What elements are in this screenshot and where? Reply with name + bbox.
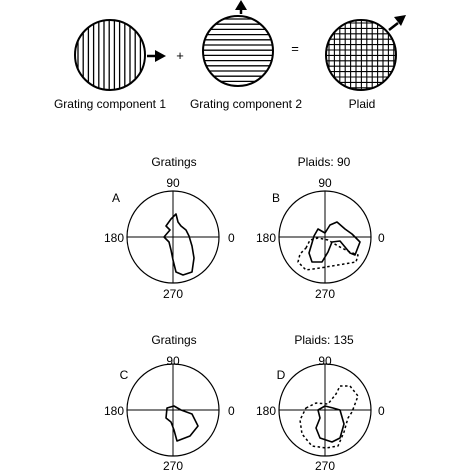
grating-component-2 (202, 15, 274, 87)
panel-a-tick-left: 180 (104, 231, 124, 245)
plaid (325, 19, 397, 91)
arrow-right-icon (147, 50, 166, 62)
grating-component-1 (74, 19, 146, 91)
panel-b-tick-top: 90 (318, 176, 332, 190)
panel-c-letter: C (120, 368, 129, 382)
panel-d-tick-right: 0 (378, 404, 385, 418)
polar-panel-b: Plaids: 90 B 90 180 0 270 (256, 155, 385, 301)
plus-sign: + (176, 48, 184, 63)
panel-b-tick-bottom: 270 (315, 287, 335, 301)
polar-panel-a: Gratings A 90 180 0 270 (104, 155, 235, 301)
panel-b-dashed-curve (297, 237, 359, 271)
panel-c-tick-right: 0 (228, 404, 235, 418)
plaid-label: Plaid (349, 97, 376, 111)
panel-a-title: Gratings (151, 155, 196, 169)
component-2-label: Grating component 2 (190, 97, 302, 111)
panel-c-tuning-curve (165, 405, 199, 442)
panel-d-tick-left: 180 (256, 404, 276, 418)
panel-d-dashed-curve (299, 385, 359, 449)
panel-c-tick-bottom: 270 (163, 459, 183, 473)
panel-d-tick-bottom: 270 (315, 459, 335, 473)
panel-a-tuning-curve (163, 213, 195, 276)
polar-panel-d: Plaids: 135 D 90 180 0 270 (256, 333, 385, 473)
component-1-label: Grating component 1 (54, 97, 166, 111)
panel-b-tick-left: 180 (256, 231, 276, 245)
panel-c-tick-left: 180 (104, 404, 124, 418)
panel-b-tick-right: 0 (378, 231, 385, 245)
panel-d-solid-curve (315, 405, 345, 443)
panel-b-title: Plaids: 90 (298, 155, 351, 169)
panel-a-letter: A (112, 191, 120, 205)
panel-b-solid-curve (308, 221, 361, 263)
panel-a-tick-right: 0 (228, 231, 235, 245)
panel-a-tick-top: 90 (166, 176, 180, 190)
panel-b-letter: B (272, 191, 280, 205)
equals-sign: = (291, 41, 299, 56)
panel-d-title: Plaids: 135 (294, 333, 354, 347)
polar-panel-c: Gratings C 90 180 0 270 (104, 333, 235, 473)
arrow-diagonal-icon (388, 15, 406, 31)
panel-d-letter: D (277, 368, 286, 382)
panel-c-title: Gratings (151, 333, 196, 347)
panel-a-tick-bottom: 270 (163, 287, 183, 301)
arrow-up-icon (235, 0, 247, 14)
